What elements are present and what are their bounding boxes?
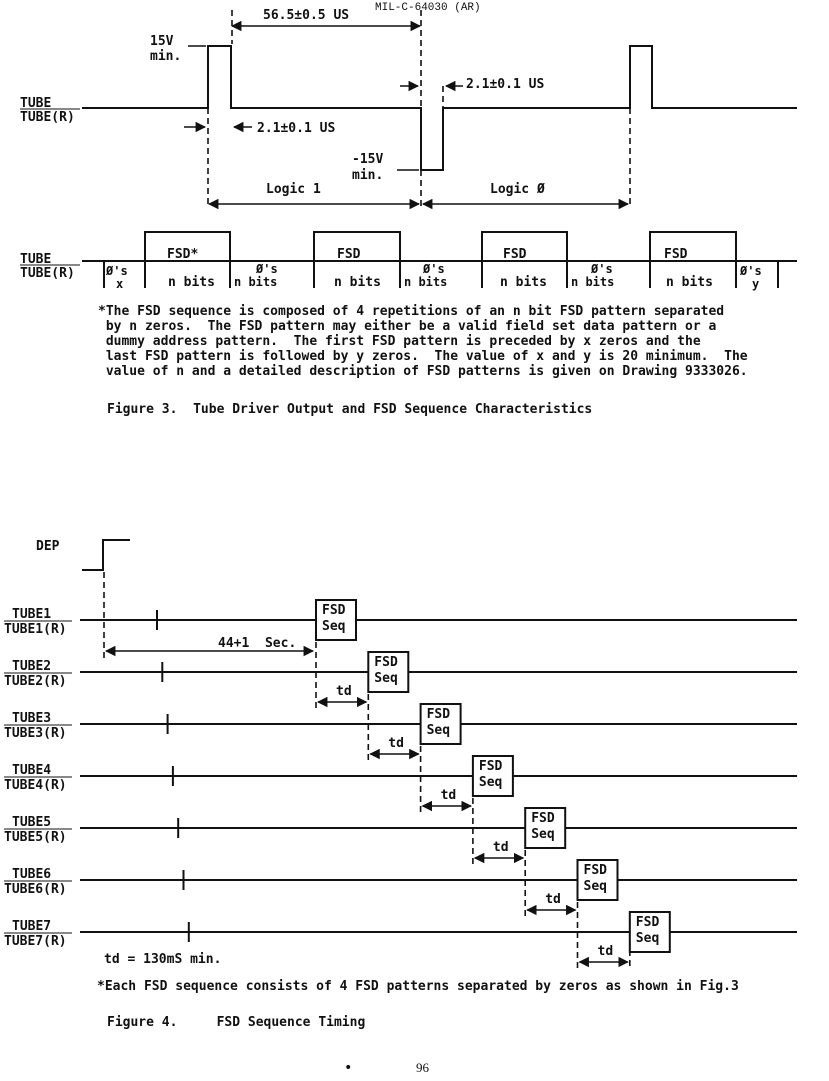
tube-rows: TUBE1TUBE1(R)FSDSeqTUBE2TUBE2(R)FSDSeqtd…: [4, 599, 797, 970]
td-label: td: [441, 788, 457, 803]
tube-name-label: TUBE7: [12, 919, 51, 934]
tube-name-label: TUBE2: [12, 659, 51, 674]
tube-name-label: TUBE6: [12, 867, 51, 882]
note-line: value of n and a detailed description of…: [98, 364, 748, 379]
fsd-seq-box: [419, 703, 462, 745]
fsd-block-label: FSD*: [167, 247, 198, 262]
figure3-note: *The FSD sequence is composed of 4 repet…: [98, 304, 748, 379]
voltage-label-top-sub: min.: [150, 49, 181, 64]
document-id: MIL-C-64030 (AR): [375, 2, 481, 14]
fsd-seq-box: [315, 599, 357, 641]
fsd-seq-sublabel: Seq: [584, 879, 607, 894]
tube-r-name-label: TUBE1(R): [4, 622, 67, 637]
tube-r-name-label: TUBE5(R): [4, 830, 67, 845]
pulse-width-label-1: 2.1±0.1 US: [257, 121, 335, 136]
fsd-seq-sublabel: Seq: [636, 931, 659, 946]
fsd-seq-sublabel: Seq: [322, 619, 345, 634]
tube-name-label: TUBE5: [12, 815, 51, 830]
tube-r-name-label: TUBE7(R): [4, 934, 67, 949]
tube-r-name-label: TUBE4(R): [4, 778, 67, 793]
fsd-seq-box: [576, 859, 619, 901]
td-min-label: td = 130mS min.: [104, 952, 221, 967]
bullet-mark: •: [344, 1060, 352, 1076]
fsd-seq-sublabel: Seq: [531, 827, 554, 842]
tube-label: TUBE: [20, 96, 51, 111]
zero-group-bottom: x: [116, 277, 123, 291]
page-number: 96: [416, 1060, 430, 1075]
zero-group-top: Ø's: [105, 264, 128, 278]
voltage-label-top: 15V: [150, 34, 174, 49]
fsd-seq-label: FSD: [322, 603, 346, 618]
fsd-block-label: FSD: [337, 247, 361, 262]
fsd-block-bits: n bits: [500, 275, 547, 290]
figure4-note: *Each FSD sequence consists of 4 FSD pat…: [97, 979, 739, 994]
fsd-block-outline: [144, 231, 231, 261]
voltage-label-bottom-sub: min.: [352, 168, 383, 183]
logic0-label: Logic Ø: [490, 182, 545, 197]
td-label: td: [493, 840, 509, 855]
seq-tube-r-label: TUBE(R): [20, 266, 75, 281]
figure3-fsd-sequence: TUBE TUBE(R) FSD* n bits FSD n bits FSD …: [20, 231, 797, 291]
zero-group-bottom: n bits: [234, 275, 277, 289]
td-label: td: [388, 736, 404, 751]
tube-name-label: TUBE3: [12, 711, 51, 726]
pulse-width-label-2: 2.1±0.1 US: [466, 77, 544, 92]
tube-r-label: TUBE(R): [20, 110, 75, 125]
voltage-label-bottom: -15V: [352, 152, 383, 167]
fsd-seq-label: FSD: [479, 759, 503, 774]
td-label: td: [545, 892, 561, 907]
figure3-caption: Figure 3. Tube Driver Output and FSD Seq…: [107, 402, 592, 417]
zero-group-bottom: n bits: [404, 275, 447, 289]
fsd-block-bits: n bits: [168, 275, 215, 290]
zero-group-top: Ø's: [422, 262, 445, 276]
fsd-block-outline: [313, 231, 401, 261]
dep-signal: [82, 539, 130, 571]
zero-group-bottom: n bits: [571, 275, 614, 289]
note-line: by n zeros. The FSD pattern may either b…: [98, 319, 716, 334]
tube-name-label: TUBE1: [12, 607, 51, 622]
delay-label: 44+1 Sec.: [218, 636, 296, 651]
zero-group-bottom: y: [752, 277, 759, 291]
note-line: last FSD pattern is followed by y zeros.…: [98, 349, 748, 364]
fsd-block-bits: n bits: [666, 275, 713, 290]
fsd-block-label: FSD: [503, 247, 527, 262]
logic1-label: Logic 1: [266, 182, 321, 197]
fsd-block-label: FSD: [664, 247, 688, 262]
fsd-seq-label: FSD: [584, 863, 608, 878]
dep-label: DEP: [36, 539, 60, 554]
td-label: td: [598, 944, 614, 959]
fsd-seq-label: FSD: [427, 707, 451, 722]
tube-driver-waveform: [82, 45, 797, 171]
fsd-seq-box: [367, 651, 410, 693]
figure3-waveform: 56.5±0.5 US 15V min. TUBE TUBE(R) 2.1±0.…: [20, 8, 797, 210]
fsd-seq-label: FSD: [636, 915, 660, 930]
fsd-seq-box: [524, 807, 567, 849]
fsd-seq-box: [471, 755, 514, 797]
note-line: *The FSD sequence is composed of 4 repet…: [98, 304, 724, 319]
zero-group-top: Ø's: [739, 264, 762, 278]
figure4-timing: DEP TUBE1TUBE1(R)FSDSeqTUBE2TUBE2(R)FSDS…: [4, 539, 797, 970]
figure4-caption: Figure 4. FSD Sequence Timing: [107, 1015, 365, 1030]
fsd-seq-label: FSD: [531, 811, 555, 826]
note-line: dummy address pattern. The first FSD pat…: [98, 334, 701, 349]
tube-name-label: TUBE4: [12, 763, 51, 778]
fsd-seq-sublabel: Seq: [427, 723, 450, 738]
fsd-block-bits: n bits: [334, 275, 381, 290]
tube-r-name-label: TUBE6(R): [4, 882, 67, 897]
period-dimension-label: 56.5±0.5 US: [263, 8, 349, 23]
fsd-seq-label: FSD: [374, 655, 398, 670]
fsd-seq-sublabel: Seq: [374, 671, 397, 686]
tube-r-name-label: TUBE2(R): [4, 674, 67, 689]
fsd-block-outline: [649, 231, 737, 261]
seq-tube-label: TUBE: [20, 252, 51, 267]
tube-r-name-label: TUBE3(R): [4, 726, 67, 741]
fsd-block-outline: [481, 231, 568, 261]
zero-group-top: Ø's: [590, 262, 613, 276]
zero-group-top: Ø's: [255, 262, 278, 276]
td-label: td: [336, 684, 352, 699]
fsd-seq-sublabel: Seq: [479, 775, 502, 790]
